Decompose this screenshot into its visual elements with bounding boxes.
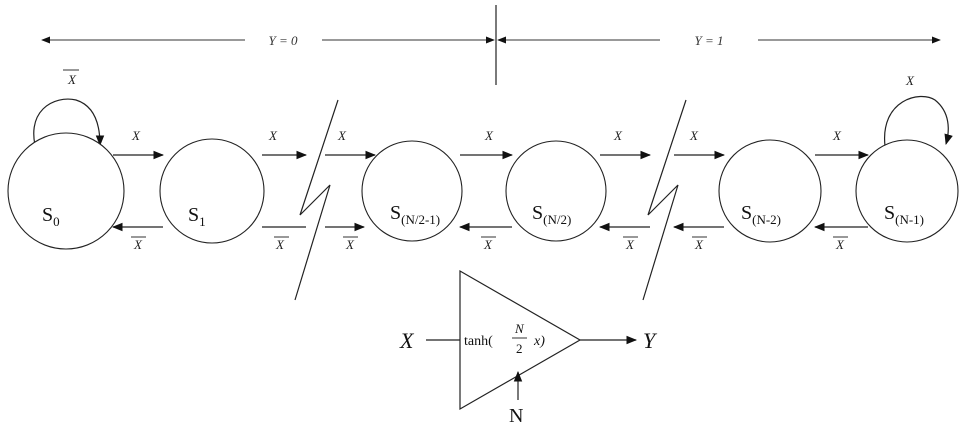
state-circle	[7, 132, 125, 250]
backward-label: X	[275, 237, 285, 252]
region-indicator: Y = 0 Y = 1	[41, 5, 941, 85]
state-s1: S1	[159, 138, 265, 244]
state-circle	[361, 140, 463, 242]
break-mark-right	[642, 99, 687, 301]
forward-label: X	[268, 128, 278, 143]
amplifier-input-label: X	[399, 328, 415, 353]
self-loop-s0-label: X	[67, 72, 77, 87]
backward-label: X	[625, 237, 635, 252]
state-label: S(N/2)	[532, 202, 571, 227]
state-label: S0	[42, 204, 60, 229]
tanh-prefix: tanh(	[464, 334, 493, 349]
state-s-n2-1: S(N/2-1)	[361, 140, 463, 242]
state-s-n-2: S(N-2)	[718, 139, 822, 243]
self-loop-s0	[33, 98, 105, 157]
left-region-label: Y = 0	[268, 33, 298, 48]
self-loop-s-n-1	[884, 96, 953, 147]
backward-label: X	[694, 237, 704, 252]
tanh-arg: x)	[533, 334, 545, 349]
forward-label: X	[689, 128, 699, 143]
break-mark-left	[294, 99, 339, 301]
state-circle	[159, 138, 265, 244]
state-s-n2: S(N/2)	[505, 140, 607, 242]
state-label: S(N-1)	[884, 202, 924, 227]
forward-label: X	[337, 128, 347, 143]
state-s0: S0	[7, 132, 125, 250]
forward-label: X	[613, 128, 623, 143]
state-label: S1	[188, 204, 206, 229]
right-region-label: Y = 1	[694, 33, 723, 48]
frac-denominator: 2	[516, 341, 523, 356]
forward-label: X	[131, 128, 141, 143]
state-label: S(N/2-1)	[390, 202, 440, 227]
amplifier-control-label: N	[509, 405, 523, 427]
forward-label: X	[832, 128, 842, 143]
frac-numerator: N	[514, 321, 525, 336]
tanh-amplifier: X Y tanh( N 2 x) N	[399, 269, 658, 427]
state-circle	[855, 139, 959, 243]
state-circle	[718, 139, 822, 243]
backward-label: X	[133, 237, 143, 252]
state-circle	[505, 140, 607, 242]
state-s-n-1: S(N-1)	[855, 139, 959, 243]
backward-label: X	[345, 237, 355, 252]
self-loop-sn1-label: X	[905, 73, 915, 88]
state-label: S(N-2)	[741, 202, 781, 227]
forward-label: X	[484, 128, 494, 143]
amplifier-output-label: Y	[643, 328, 658, 353]
backward-label: X	[483, 237, 493, 252]
transitions: X X X X X X X X X X X X X X	[111, 128, 870, 252]
backward-label: X	[835, 237, 845, 252]
